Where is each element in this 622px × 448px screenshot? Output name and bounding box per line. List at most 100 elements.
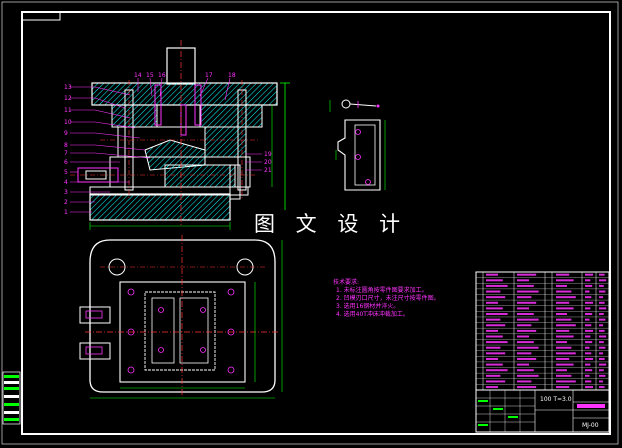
bom-cell: [599, 273, 605, 276]
bom-cell: [599, 296, 603, 299]
part-no: 13: [64, 84, 72, 91]
bom-cell: [517, 363, 529, 366]
bom-cell: [556, 307, 574, 310]
part-no: 11: [64, 107, 72, 114]
bom-cell: [585, 341, 593, 344]
part-no: 5: [64, 169, 68, 176]
bom-cell: [486, 369, 508, 372]
bom-cell: [517, 357, 537, 360]
bom-cell: [585, 346, 590, 349]
bom-cell: [517, 318, 539, 321]
bom-cell: [517, 284, 534, 287]
bom-cell: [599, 369, 604, 372]
part-no: 21: [264, 167, 272, 174]
bom-cell: [517, 301, 537, 304]
bom-cell: [486, 329, 498, 332]
bom-cell: [556, 363, 574, 366]
bom-cell: [517, 374, 539, 377]
bom-cell: [486, 352, 506, 355]
bom-cell: [486, 341, 508, 344]
part-no: 6: [64, 159, 68, 166]
bom-cell: [585, 369, 593, 372]
bom-cell: [517, 313, 534, 316]
notes-heading: 技术要求:: [333, 279, 360, 286]
bom-cell: [517, 329, 537, 332]
bom-cell: [556, 386, 570, 389]
bom-cell: [585, 357, 594, 360]
part-no: 3: [64, 189, 68, 196]
bom-cell: [585, 329, 594, 332]
side-detail-view: [329, 99, 386, 191]
bom-cell: [585, 374, 590, 377]
bom-cell: [486, 290, 501, 293]
bom-cell: [585, 335, 591, 338]
bom-cell: [486, 307, 503, 310]
part-numbers-top: 14 15 16 17 18: [134, 72, 236, 79]
bom-cell: [517, 279, 529, 282]
bom-cell: [599, 318, 606, 321]
bom-cell: [517, 369, 534, 372]
bom-cell: [585, 386, 594, 389]
bom-cell: [556, 279, 574, 282]
part-no: 9: [64, 130, 68, 137]
bom-table: [475, 271, 610, 391]
bom-cell: [556, 369, 567, 372]
part-no: 1: [64, 209, 68, 216]
part-no: 7: [64, 150, 68, 157]
bom-cell: [599, 346, 606, 349]
part-no: 18: [228, 72, 236, 79]
bom-cell: [517, 335, 529, 338]
part-no: 19: [264, 151, 272, 158]
bom-cell: [585, 380, 592, 383]
bom-cell: [599, 284, 604, 287]
bom-cell: [599, 301, 605, 304]
title-block: [475, 389, 610, 433]
bom-cell: [556, 290, 572, 293]
bom-cell: [556, 318, 572, 321]
bom-cell: [517, 346, 539, 349]
bom-cell: [556, 352, 576, 355]
bom-cell: [556, 357, 570, 360]
bom-cell: [585, 324, 592, 327]
part-no: 17: [205, 72, 213, 79]
bom-cell: [517, 380, 532, 383]
bom-cell: [517, 352, 532, 355]
bom-cell: [599, 329, 605, 332]
part-no: 14: [134, 72, 142, 79]
bom-cell: [556, 296, 576, 299]
bom-cell: [585, 296, 592, 299]
bom-cell: [486, 335, 503, 338]
part-no: 2: [64, 199, 68, 206]
bom-cell: [517, 307, 529, 310]
bom-cell: [556, 380, 576, 383]
note-item: 4. 选用40T冲床冲裁加工。: [336, 311, 409, 318]
bom-cell: [517, 341, 534, 344]
bom-cell: [486, 357, 498, 360]
bom-cell: [585, 279, 591, 282]
part-numbers-right: 19 20 21: [264, 151, 272, 174]
bom-cell: [599, 324, 603, 327]
note-item: 2. 凹模刃口尺寸，未注尺寸按零件图。: [336, 295, 440, 302]
bom-cell: [486, 346, 501, 349]
bom-cell: [556, 324, 576, 327]
bom-cell: [599, 386, 605, 389]
bom-cell: [599, 352, 603, 355]
bom-cell: [517, 290, 539, 293]
bom-cell: [585, 318, 590, 321]
bom-cell: [599, 279, 607, 282]
bom-cell: [486, 296, 506, 299]
bom-cell: [585, 290, 590, 293]
bom-cell: [599, 380, 603, 383]
note-item: 3. 选用16钢材并淬火。: [336, 303, 400, 310]
plan-view: [79, 235, 283, 399]
left-revision-strip: [2, 371, 21, 425]
bom-cell: [486, 273, 498, 276]
bom-cell: [585, 363, 591, 366]
bom-cell: [556, 374, 572, 377]
note-item: 1. 未标注圆角按零件图要求加工。: [336, 287, 428, 294]
bom-cell: [556, 313, 567, 316]
bom-cell: [556, 301, 570, 304]
bom-cell: [599, 341, 604, 344]
drawing-number: MJ-00: [582, 422, 599, 429]
